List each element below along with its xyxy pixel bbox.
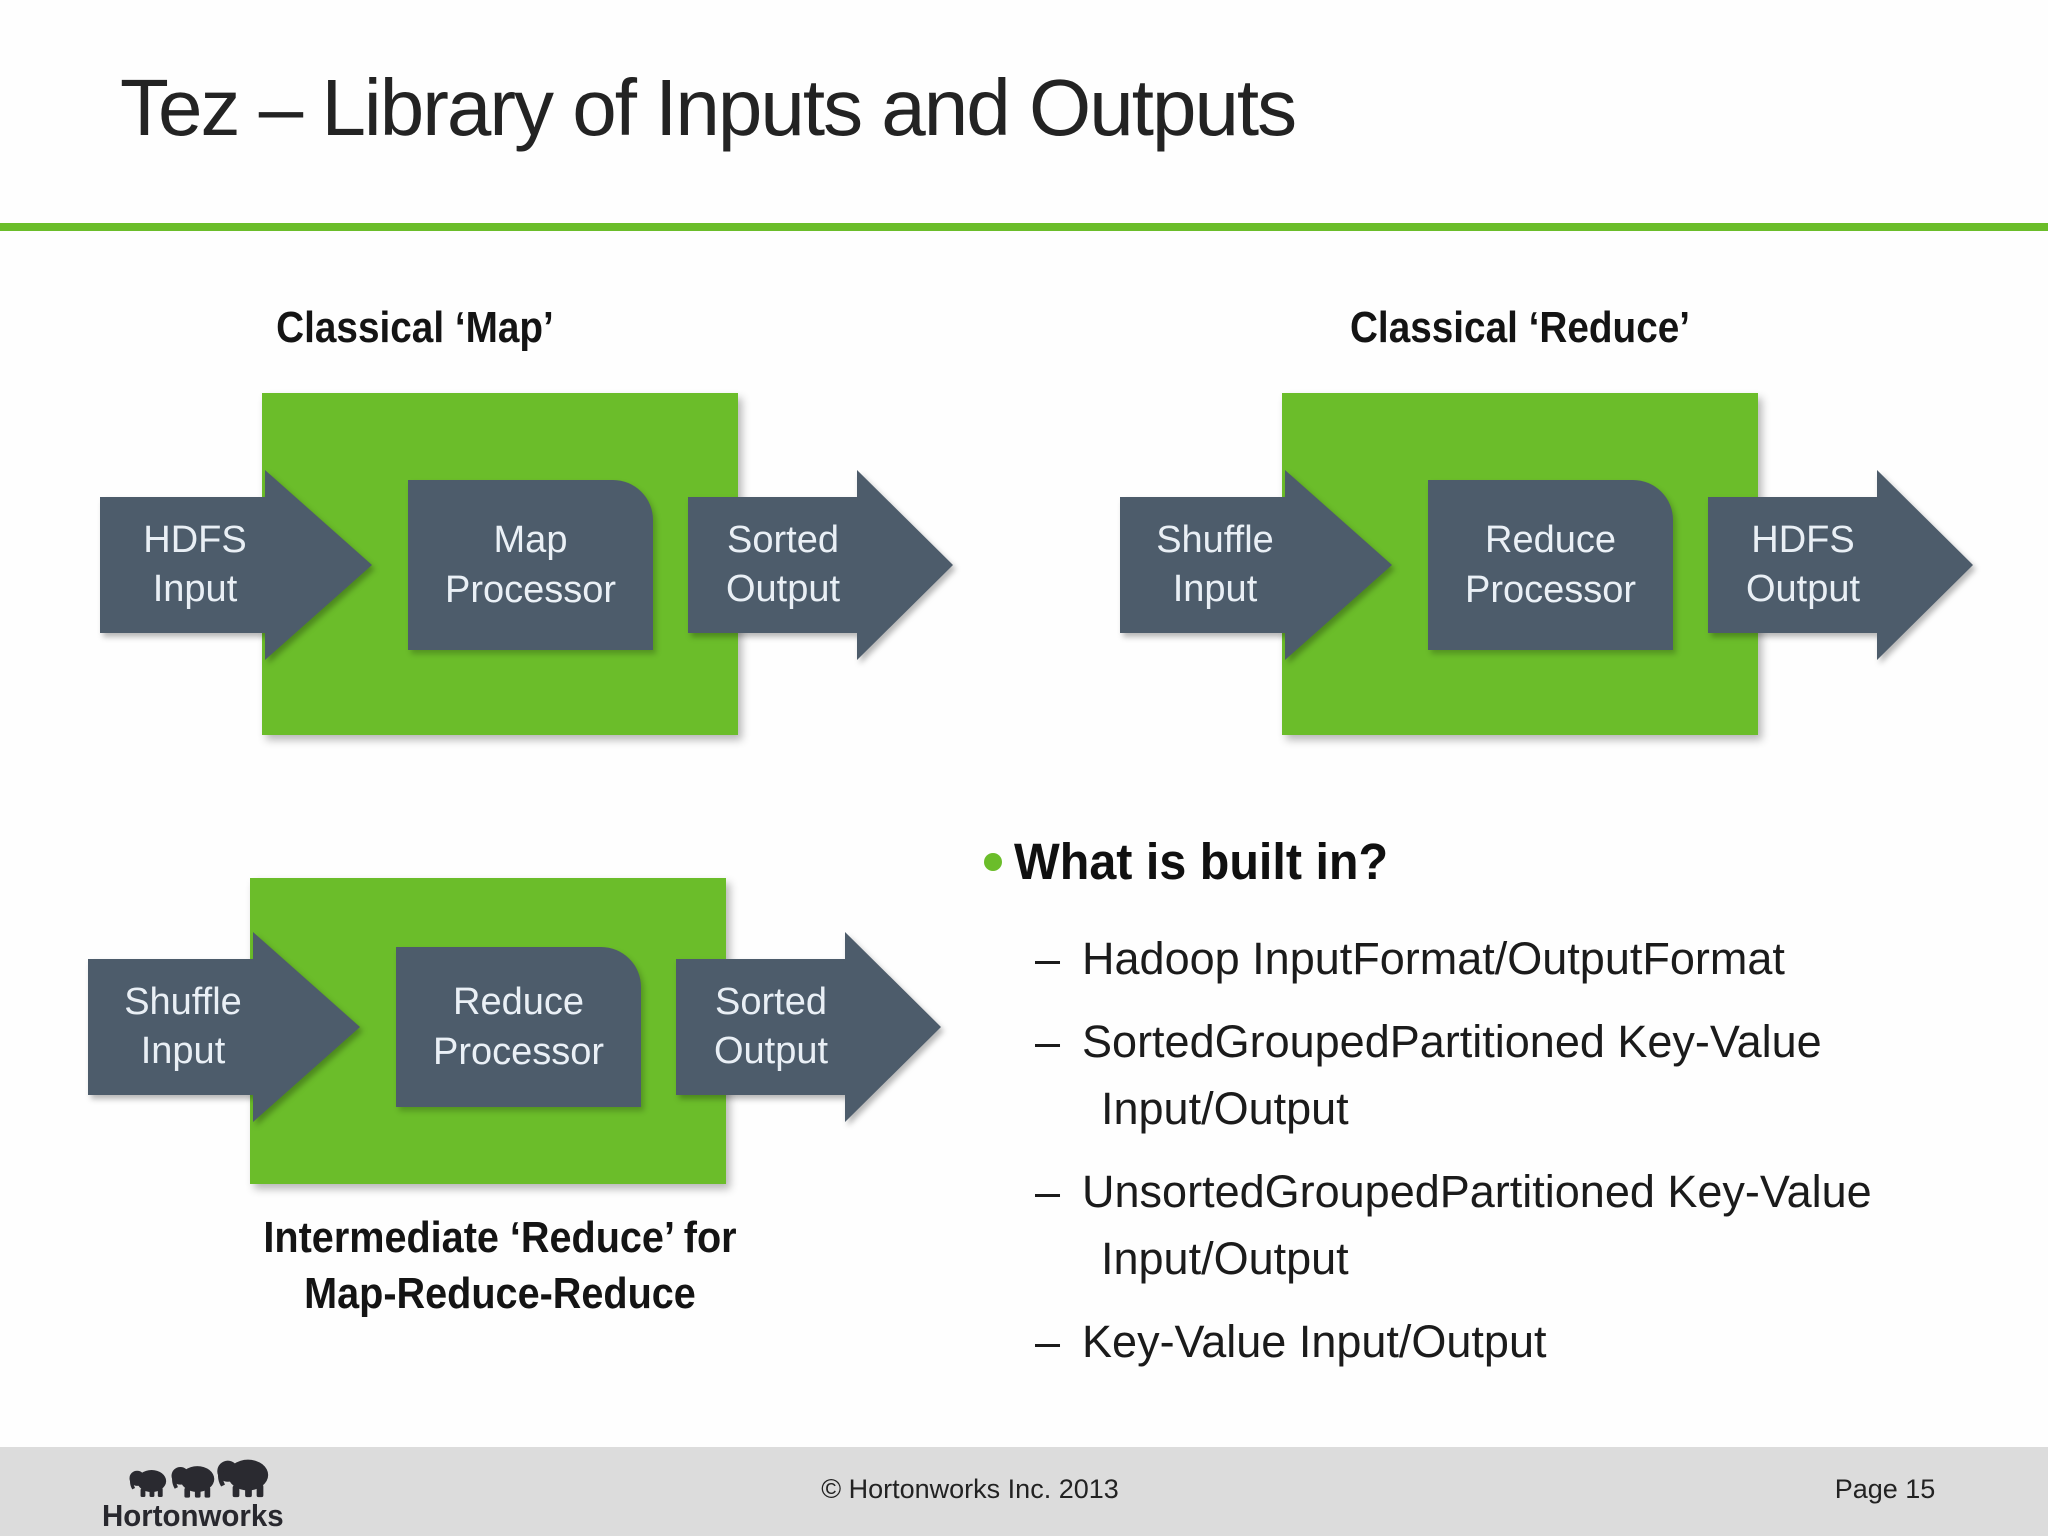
elephants-icon (129, 1459, 269, 1498)
dash-icon: – (1035, 1316, 1061, 1367)
hdfs-output-arrow: HDFS Output (1708, 470, 1973, 660)
sorted-output-label: Sorted Output (725, 519, 841, 610)
shuffle-input-arrow: Shuffle Input (1120, 470, 1392, 660)
page-number: Page 15 (1834, 1474, 1936, 1504)
shuffle-input-label: Shuffle Input (1156, 519, 1274, 610)
reduce-processor-box: Reduce Processor (396, 947, 641, 1107)
shuffle-input-label: Shuffle Input (124, 981, 242, 1072)
built-in-list: –Hadoop InputFormat/OutputFormat –Sorted… (1035, 925, 2048, 1391)
shuffle-input-arrow: Shuffle Input (88, 932, 360, 1122)
slide-title: Tez – Library of Inputs and Outputs (120, 63, 1297, 152)
hdfs-input-label: HDFS Input (143, 519, 247, 610)
hdfs-input-arrow: HDFS Input (100, 470, 372, 660)
dash-icon: – (1035, 1166, 1061, 1217)
diagram-intermediate-caption: Intermediate ‘Reduce’ for Map-Reduce-Red… (263, 1213, 737, 1318)
dash-icon: – (1035, 1016, 1061, 1067)
hortonworks-logo: Hortonworks (102, 1452, 284, 1534)
list-item: –UnsortedGroupedPartitioned Key-Value In… (1035, 1158, 2048, 1292)
footer-copyright: © Hortonworks Inc. 2013 (821, 1474, 1119, 1504)
diagram-reduce-heading: Classical ‘Reduce’ (1349, 303, 1691, 352)
footer-bar (0, 1447, 2048, 1536)
map-processor-box: Map Processor (408, 480, 653, 650)
sorted-output-arrow: Sorted Output (688, 470, 953, 660)
dash-icon: – (1035, 933, 1061, 984)
logo-wordmark: Hortonworks (102, 1498, 284, 1533)
hdfs-output-label: HDFS Output (1745, 519, 1861, 610)
list-item: –Key-Value Input/Output (1035, 1308, 2048, 1375)
title-separator-line (0, 223, 2048, 231)
sorted-output-label: Sorted Output (713, 981, 829, 1072)
reduce-processor-box: Reduce Processor (1428, 480, 1673, 650)
list-item: –SortedGroupedPartitioned Key-Value Inpu… (1035, 1008, 2048, 1142)
bullet-dot-icon (984, 853, 1002, 871)
list-item: –Hadoop InputFormat/OutputFormat (1035, 925, 2048, 992)
diagram-map-heading: Classical ‘Map’ (276, 303, 554, 352)
sorted-output-arrow: Sorted Output (676, 932, 941, 1122)
bullet-heading: What is built in? (1014, 833, 1389, 890)
